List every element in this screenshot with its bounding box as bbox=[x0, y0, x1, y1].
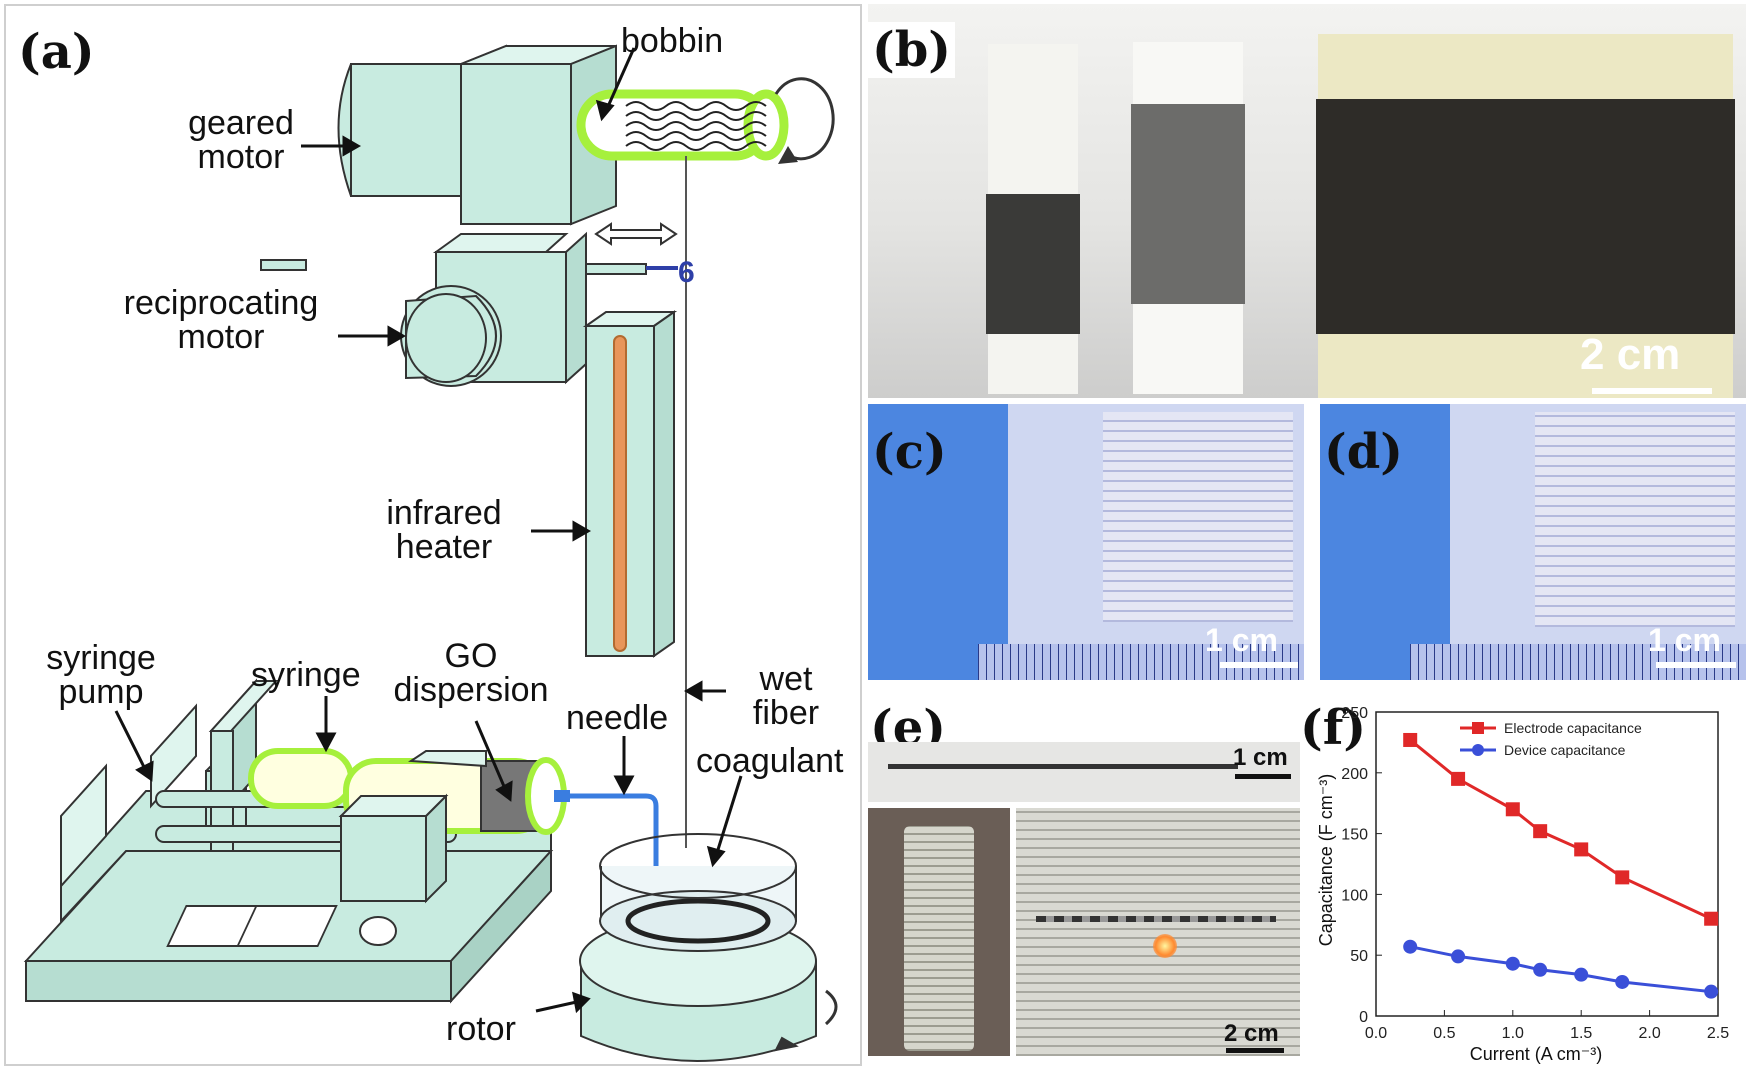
panel-e-textile-photo: 2 cm bbox=[1016, 808, 1300, 1056]
x-tick-label: 1.5 bbox=[1570, 1025, 1592, 1042]
x-axis-label: Current (A cm⁻³) bbox=[1470, 1044, 1603, 1064]
y-tick-label: 150 bbox=[1341, 827, 1368, 844]
bobbins-illustration bbox=[986, 34, 1735, 398]
label-syringe-pump: syringe pump bbox=[46, 639, 156, 711]
x-tick-label: 0.5 bbox=[1433, 1025, 1455, 1042]
panel-c-scale-label: 1 cm bbox=[1205, 622, 1278, 658]
panel-f-letter: (f) bbox=[1300, 700, 1367, 756]
infrared-heater-drawing bbox=[582, 310, 678, 658]
label-wet-fiber: wet fiber bbox=[752, 660, 820, 732]
panel-a-letter: (a) bbox=[18, 24, 95, 80]
reciprocating-motor-drawing bbox=[260, 231, 647, 387]
label-needle: needle bbox=[566, 699, 669, 737]
data-point bbox=[1615, 974, 1630, 989]
panel-d-photo: (d) 1 cm bbox=[1320, 404, 1746, 680]
panel-e-bottom-scale-bar bbox=[1226, 1048, 1284, 1053]
y-tick-label: 50 bbox=[1350, 948, 1368, 965]
textile-c bbox=[1103, 412, 1293, 622]
data-point bbox=[1533, 824, 1548, 839]
panel-d-letter: (d) bbox=[1324, 424, 1403, 480]
label-syringe: syringe bbox=[251, 656, 361, 694]
label-rotor: rotor bbox=[446, 1010, 516, 1048]
textile-d bbox=[1535, 412, 1735, 627]
panel-b-letter: (b) bbox=[868, 22, 955, 78]
panel-c-photo: (c) 1 cm bbox=[868, 404, 1304, 680]
x-tick-label: 2.5 bbox=[1707, 1025, 1729, 1042]
label-arrows bbox=[114, 47, 743, 1014]
data-point bbox=[1403, 939, 1418, 954]
fiber-strand bbox=[888, 764, 1238, 769]
label-go-dispersion: GO dispersion bbox=[393, 637, 549, 709]
svg-text:6: 6 bbox=[678, 256, 695, 289]
panel-e-cylinder-photo bbox=[868, 808, 1010, 1056]
panel-d-scale-label: 1 cm bbox=[1648, 622, 1721, 658]
bobbin-drawing bbox=[576, 77, 835, 164]
capacitance-chart: 0.0 0.5 1.0 1.5 2.0 2.5 0 50 100 150 200 250 Electr… bbox=[1316, 705, 1729, 1064]
plot-frame bbox=[1375, 711, 1719, 1017]
legend-label: Device capacitance bbox=[1504, 742, 1626, 758]
panel-a: 6 bbox=[4, 4, 862, 1066]
glove-c bbox=[868, 404, 1008, 680]
reciprocating-arrow bbox=[594, 222, 678, 246]
data-point bbox=[1451, 771, 1466, 786]
panel-e-top-scale-bar bbox=[1235, 774, 1291, 779]
legend-marker bbox=[1472, 722, 1484, 734]
panel-b-photo: (b) 2 cm bbox=[868, 4, 1746, 398]
syringe-pump-drawing bbox=[23, 678, 567, 1004]
panel-e-top-scale-label: 1 cm bbox=[1233, 744, 1288, 771]
panel-b-scale-label: 2 cm bbox=[1580, 330, 1681, 379]
fiber-spinning-schematic: 6 bbox=[23, 44, 838, 1062]
data-point bbox=[1505, 956, 1520, 971]
data-point bbox=[1505, 802, 1520, 817]
panel-e-bottom-scale-label: 2 cm bbox=[1224, 1020, 1279, 1047]
data-point bbox=[1574, 842, 1589, 857]
series-line-electrode bbox=[1409, 738, 1712, 921]
y-tick-label: 0 bbox=[1359, 1009, 1368, 1026]
data-point bbox=[1451, 949, 1466, 964]
data-point bbox=[1704, 984, 1719, 999]
panel-c-scale-bar bbox=[1220, 662, 1298, 668]
x-tick-label: 0.0 bbox=[1365, 1025, 1387, 1042]
data-point bbox=[1574, 967, 1589, 982]
data-point bbox=[1615, 870, 1630, 885]
x-tick-label: 1.0 bbox=[1502, 1025, 1524, 1042]
glove-d bbox=[1320, 404, 1450, 680]
x-tick-label: 2.0 bbox=[1638, 1025, 1660, 1042]
y-axis-label: Capacitance (F cm⁻³) bbox=[1316, 774, 1336, 947]
geared-motor-drawing bbox=[337, 44, 617, 226]
textile-cylinder bbox=[904, 826, 974, 1051]
led-glow bbox=[1153, 934, 1177, 958]
panel-e-fiber-photo: 1 cm bbox=[868, 742, 1300, 802]
data-point bbox=[1533, 962, 1548, 977]
legend-label: Electrode capacitance bbox=[1504, 720, 1642, 736]
data-point bbox=[1704, 911, 1719, 926]
label-bobbin: bobbin bbox=[621, 22, 724, 60]
panel-b-scale-bar bbox=[1592, 388, 1712, 394]
coagulation-bath-drawing bbox=[579, 833, 838, 1062]
label-infrared-heater: infrared heater bbox=[386, 494, 502, 566]
panel-c-letter: (c) bbox=[872, 424, 947, 480]
label-reciprocating-motor: reciprocating motor bbox=[123, 284, 319, 356]
data-point bbox=[1403, 732, 1418, 747]
label-geared-motor: geared motor bbox=[188, 104, 294, 176]
panel-d-scale-bar bbox=[1656, 662, 1736, 668]
y-tick-label: 200 bbox=[1341, 766, 1368, 783]
legend-marker bbox=[1472, 744, 1484, 756]
embedded-wire bbox=[1036, 916, 1276, 922]
y-tick-label: 100 bbox=[1341, 887, 1368, 904]
label-coagulant: coagulant bbox=[696, 742, 844, 780]
y-tick-label: 250 bbox=[1341, 705, 1368, 722]
